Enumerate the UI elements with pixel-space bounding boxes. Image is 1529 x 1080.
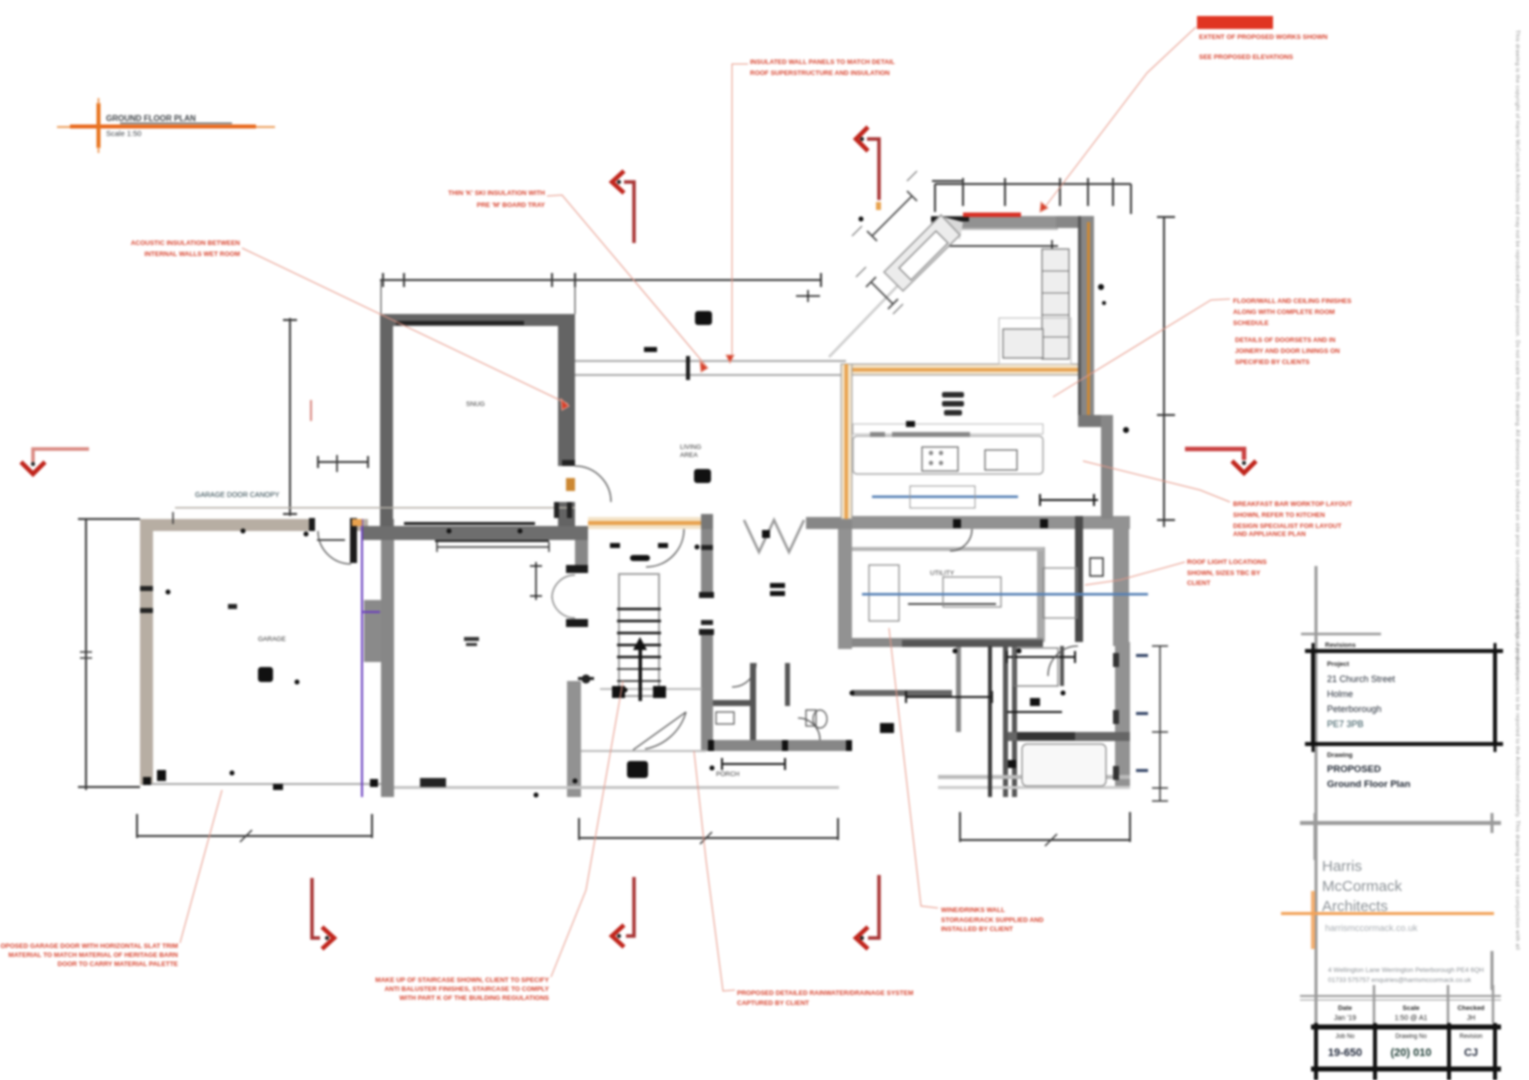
svg-text:JOINERY AND DOOR LININGS ON: JOINERY AND DOOR LININGS ON (1235, 348, 1340, 355)
svg-text:Scale 1:50: Scale 1:50 (106, 129, 141, 138)
svg-text:ACOUSTIC INSULATION BETWEEN: ACOUSTIC INSULATION BETWEEN (131, 240, 241, 247)
svg-text:Harris: Harris (1322, 858, 1362, 875)
svg-text:Checked: Checked (1457, 1005, 1484, 1012)
svg-text:Holme: Holme (1327, 689, 1353, 699)
svg-text:ROOF LIGHT LOCATIONS: ROOF LIGHT LOCATIONS (1187, 559, 1267, 566)
svg-text:INSULATED WALL PANELS TO MATCH: INSULATED WALL PANELS TO MATCH DETAIL (750, 59, 895, 66)
svg-text:McCormack: McCormack (1322, 878, 1403, 895)
svg-text:INSTALLED BY CLIENT: INSTALLED BY CLIENT (941, 926, 1013, 933)
svg-text:Revision: Revision (1459, 1034, 1482, 1040)
svg-text:STORAGE/RACK SUPPLIED AND: STORAGE/RACK SUPPLIED AND (941, 917, 1044, 924)
svg-text:DETAILS OF DOORSETS AND IN: DETAILS OF DOORSETS AND IN (1235, 337, 1336, 344)
svg-text:MATERIAL TO MATCH MATERIAL OF: MATERIAL TO MATCH MATERIAL OF HERITAGE B… (8, 952, 178, 959)
svg-text:MAKE UP OF STAIRCASE SHOWN, CL: MAKE UP OF STAIRCASE SHOWN, CLIENT TO SP… (375, 977, 549, 984)
svg-text:BREAKFAST BAR WORKTOP LAYOUT: BREAKFAST BAR WORKTOP LAYOUT (1233, 501, 1352, 508)
svg-text:Project: Project (1327, 661, 1350, 668)
svg-text:EXTENT OF PROPOSED WORKS SHOWN: EXTENT OF PROPOSED WORKS SHOWN (1199, 34, 1328, 41)
svg-text:Drawing No: Drawing No (1395, 1034, 1427, 1040)
svg-text:(20) 010: (20) 010 (1391, 1047, 1432, 1059)
svg-text:SHOWN, SIZES TBC BY: SHOWN, SIZES TBC BY (1187, 570, 1261, 577)
svg-text:AREA: AREA (680, 452, 698, 459)
svg-text:SCHEDULE: SCHEDULE (1233, 320, 1269, 327)
svg-text:PORCH: PORCH (716, 771, 740, 778)
svg-text:UTILITY: UTILITY (930, 570, 955, 577)
svg-text:INTERNAL WALLS WET ROOM: INTERNAL WALLS WET ROOM (144, 251, 240, 258)
svg-text:This drawing is the copyright: This drawing is the copyright of Harris … (1514, 30, 1520, 680)
svg-text:LIVING: LIVING (680, 444, 701, 451)
svg-text:Jan '19: Jan '19 (1334, 1015, 1356, 1022)
svg-text:Architects: Architects (1322, 898, 1388, 915)
svg-text:ALONG WITH COMPLETE ROOM: ALONG WITH COMPLETE ROOM (1233, 309, 1335, 316)
svg-text:harrismccormack.co.uk: harrismccormack.co.uk (1325, 923, 1418, 933)
svg-text:of any shop drawings. Any disc: of any shop drawings. Any discrepancies … (1514, 580, 1520, 950)
svg-text:WITH PART K OF THE BUILDING RE: WITH PART K OF THE BUILDING REGULATIONS (399, 995, 549, 1002)
svg-text:PROPOSED DETAILED RAINWATER/DR: PROPOSED DETAILED RAINWATER/DRAINAGE SYS… (737, 990, 913, 997)
svg-text:DOOR TO CARRY MATERIAL PALETTE: DOOR TO CARRY MATERIAL PALETTE (58, 961, 179, 968)
svg-text:FLOOR/WALL AND CEILING FINISHE: FLOOR/WALL AND CEILING FINISHES (1233, 298, 1352, 305)
svg-text:SPECIFIED BY CLIENTS: SPECIFIED BY CLIENTS (1235, 359, 1310, 366)
svg-text:Date: Date (1338, 1005, 1352, 1012)
svg-text:Revisions: Revisions (1325, 642, 1356, 649)
svg-text:WINE/DRINKS WALL: WINE/DRINKS WALL (941, 907, 1005, 914)
svg-text:21 Church Street: 21 Church Street (1327, 674, 1396, 684)
svg-text:SHOWN, REFER TO KITCHEN: SHOWN, REFER TO KITCHEN (1233, 512, 1325, 519)
svg-text:GROUND FLOOR PLAN: GROUND FLOOR PLAN (106, 114, 196, 123)
svg-text:4 Wellington Lane Werrington: 4 Wellington Lane Werrington Peterboroug… (1328, 967, 1484, 974)
svg-text:JH: JH (1467, 1015, 1476, 1022)
svg-text:SEE PROPOSED ELEVATIONS: SEE PROPOSED ELEVATIONS (1199, 54, 1294, 61)
svg-text:CLIENT: CLIENT (1187, 580, 1211, 587)
svg-text:PROPOSED: PROPOSED (1327, 764, 1381, 775)
svg-text:DESIGN SPECIALIST FOR LAYOUT: DESIGN SPECIALIST FOR LAYOUT (1233, 523, 1341, 530)
svg-text:Scale: Scale (1403, 1005, 1420, 1012)
svg-text:THIN 'K' SKI INSULATION WITH: THIN 'K' SKI INSULATION WITH (448, 190, 545, 197)
svg-text:AND APPLIANCE PLAN: AND APPLIANCE PLAN (1233, 531, 1306, 538)
svg-text:19-650: 19-650 (1328, 1047, 1362, 1059)
svg-text:Ground Floor Plan: Ground Floor Plan (1327, 779, 1411, 790)
svg-text:PROPOSED GARAGE DOOR WITH HORI: PROPOSED GARAGE DOOR WITH HORIZONTAL SLA… (0, 943, 178, 950)
svg-text:SNUG: SNUG (466, 401, 485, 408)
svg-text:ROOF SUPERSTRUCTURE AND INSULA: ROOF SUPERSTRUCTURE AND INSULATION (750, 70, 890, 77)
svg-text:CAPTURED BY CLIENT: CAPTURED BY CLIENT (737, 1000, 809, 1007)
svg-text:GARAGE: GARAGE (258, 636, 286, 643)
svg-text:CJ: CJ (1464, 1047, 1478, 1059)
svg-text:GARAGE DOOR CANOPY: GARAGE DOOR CANOPY (195, 492, 280, 499)
svg-text:Drawing: Drawing (1327, 752, 1353, 759)
svg-text:01733 575757 enquiries@harri: 01733 575757 enquiries@harrismccormack.c… (1328, 977, 1472, 984)
svg-text:Job No: Job No (1335, 1034, 1355, 1040)
svg-text:PE7 3PB: PE7 3PB (1327, 719, 1364, 729)
svg-text:PRE 'M' BOARD TRAY: PRE 'M' BOARD TRAY (477, 202, 546, 209)
svg-text:Peterborough: Peterborough (1327, 704, 1382, 714)
svg-text:1:50 @ A1: 1:50 @ A1 (1395, 1015, 1428, 1022)
svg-text:ANTI BALUSTER FINISHES, STAIRC: ANTI BALUSTER FINISHES, STAIRCASE TO COM… (384, 986, 549, 993)
